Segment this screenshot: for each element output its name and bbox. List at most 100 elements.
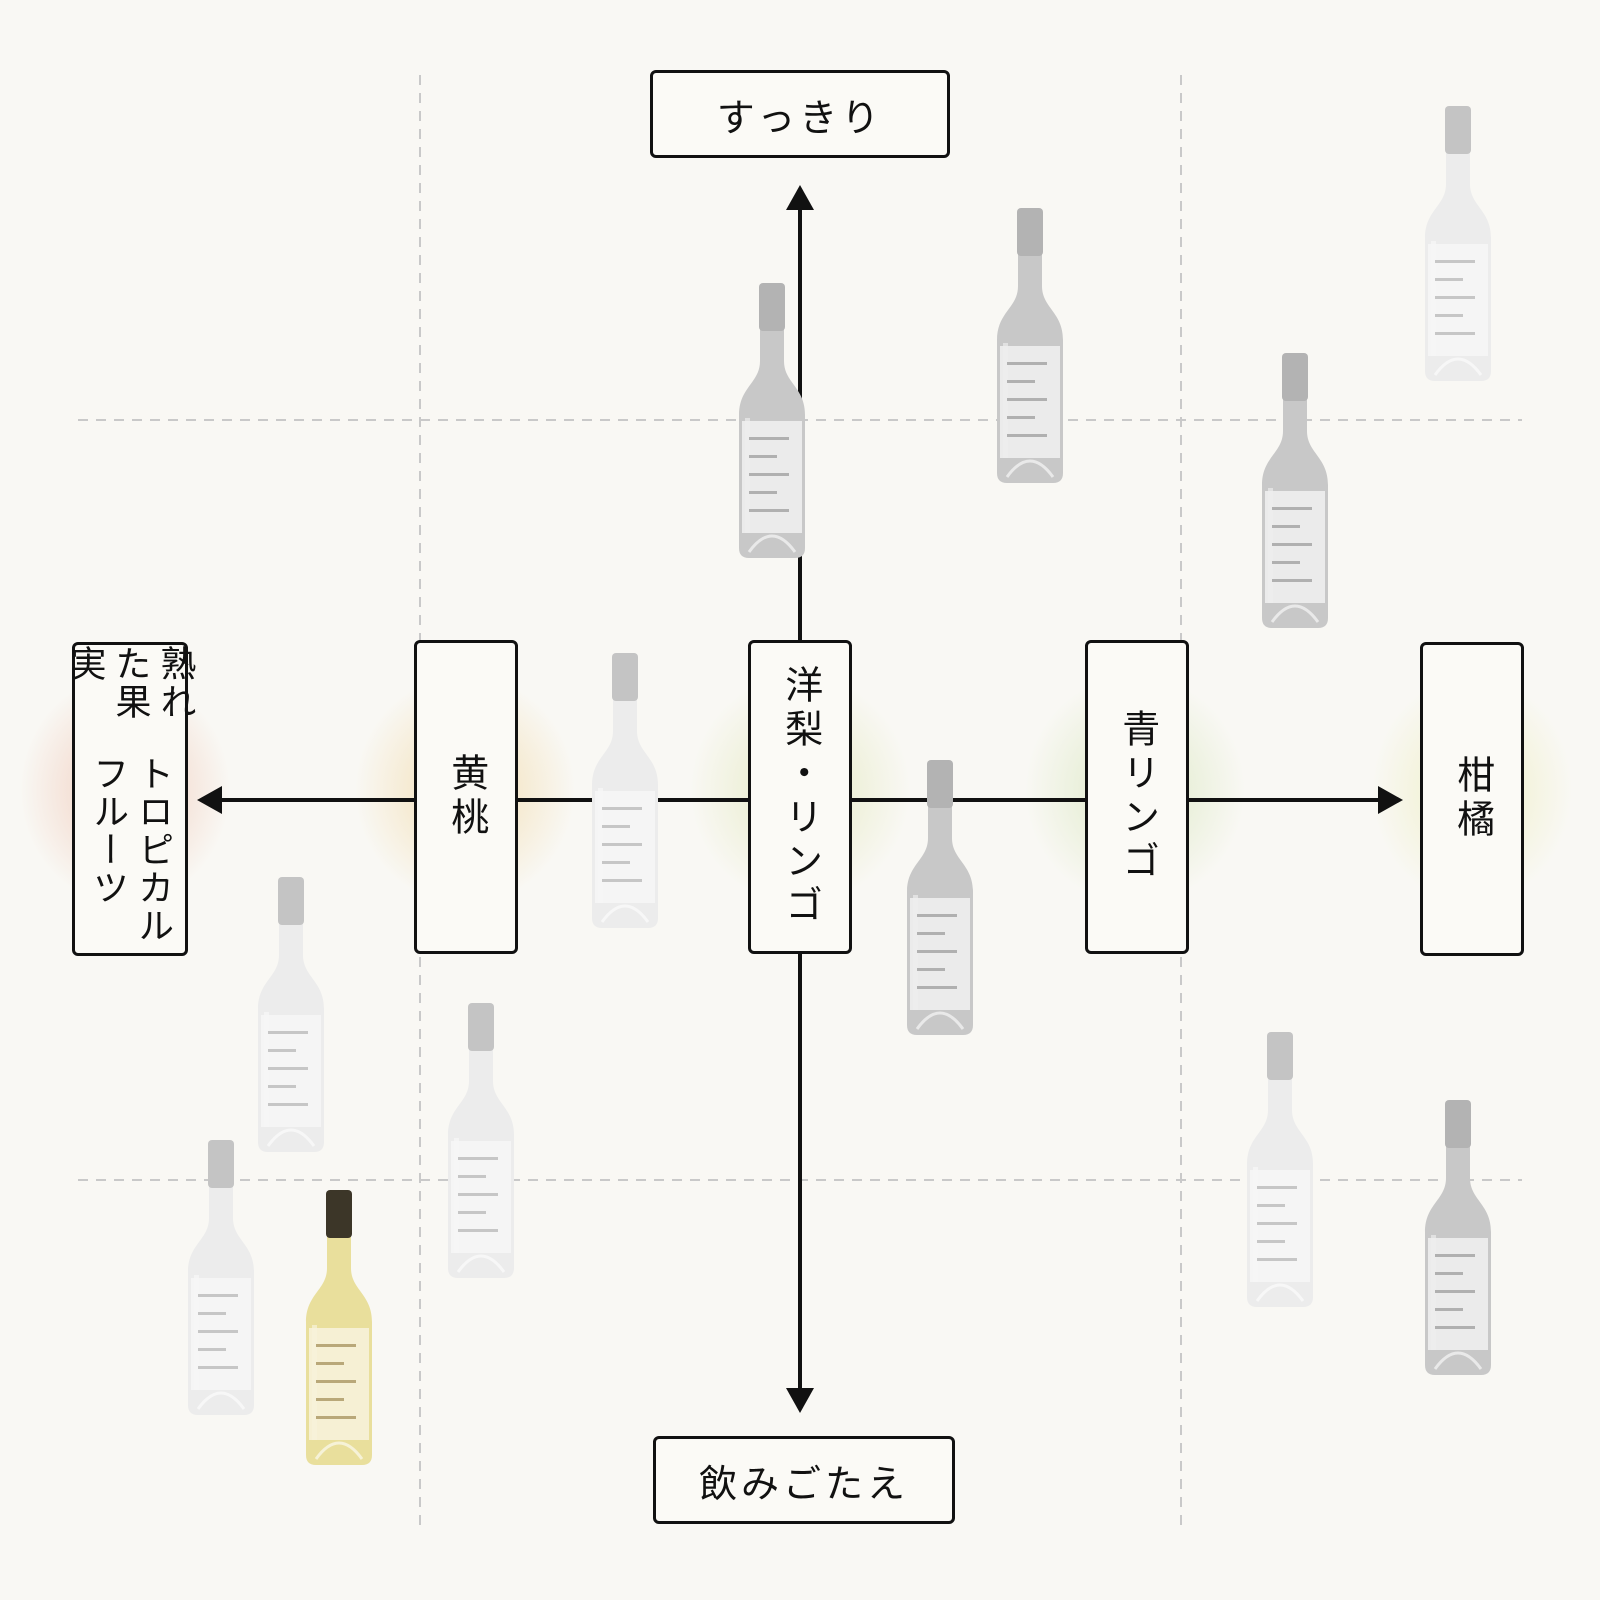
bottle-label-text-line <box>198 1366 238 1369</box>
bottle-label-text-line <box>749 491 777 494</box>
bottle-label-text-line <box>602 825 630 828</box>
bottle-label-text-line <box>917 932 945 935</box>
bottle-label-text-line <box>749 455 777 458</box>
aroma-label-pear-apple: 洋梨・リンゴ <box>748 640 852 954</box>
bottle-base <box>456 1254 506 1273</box>
wine-bottle: ワインのある心 高山村シャルドネ Cuvée Spéciale 2021 FRO… <box>306 1190 372 1465</box>
axis-label-left-line1: 熟れた果実 <box>64 645 196 721</box>
bottle-label-text-line <box>1272 579 1312 582</box>
aroma-label-green-apple: 青リンゴ <box>1085 640 1189 954</box>
bottle-label-text-line <box>602 861 630 864</box>
bottle-capsule <box>468 1003 494 1051</box>
axis-label-left: 熟れた果実 トロピカルフルーツ <box>65 642 196 956</box>
bottle-label-text-line <box>198 1348 226 1351</box>
bottle-label-text-line <box>1435 1308 1463 1311</box>
bottle-label-text-line <box>1435 278 1463 281</box>
bottle-label-text-line <box>268 1031 308 1034</box>
bottle-capsule <box>1445 1100 1471 1148</box>
arrow-right <box>1378 786 1403 814</box>
wine-bottle: ワインのある心 Koshu 02 <box>1425 1100 1491 1375</box>
wine-bottle: 登美 FROM FARM <box>188 1140 254 1415</box>
bottle-label-text-line <box>316 1362 344 1365</box>
bottle-capsule <box>278 877 304 925</box>
bottle-label-text-line <box>1007 380 1035 383</box>
bottle-label-text-line <box>268 1103 308 1106</box>
bottle-label-text-line <box>1435 314 1463 317</box>
bottle-capsule <box>1017 208 1043 256</box>
bottle-label-text-line <box>602 807 642 810</box>
bottle-capsule <box>208 1140 234 1188</box>
aroma-label-peach: 黄桃 <box>414 640 518 954</box>
bottle-label-text-line <box>458 1211 486 1214</box>
bottle-capsule <box>759 283 785 331</box>
bottle-label-text-line <box>268 1085 296 1088</box>
bottle-label-text-line <box>1435 296 1475 299</box>
bottle-base <box>600 904 650 923</box>
bottle-label-text-line <box>917 950 957 953</box>
axis-label-top: すっきり <box>650 70 950 158</box>
bottle-capsule <box>326 1190 352 1238</box>
bottle-label-text-line <box>198 1294 238 1297</box>
wine-bottle: ワインのある心 塩尻市岩垂原ワイナリー シャルドネ FROM FARM <box>258 877 324 1152</box>
bottle-base <box>1270 604 1320 623</box>
axis-label-bottom: 飲みごたえ <box>653 1436 955 1524</box>
bottle-label-text-line <box>1257 1240 1285 1243</box>
arrow-down <box>786 1388 814 1413</box>
bottle-label-text-line <box>1257 1222 1297 1225</box>
bottle-label-text-line <box>458 1229 498 1232</box>
bottle-base <box>1433 357 1483 376</box>
bottle-label-text-line <box>749 509 789 512</box>
bottle-label-text-line <box>917 986 957 989</box>
bottle-label-text-line <box>268 1067 308 1070</box>
bottle-label-text-line <box>316 1344 356 1347</box>
bottle-capsule <box>927 760 953 808</box>
arrow-left <box>197 786 222 814</box>
bottle-label-text-line <box>268 1049 296 1052</box>
bottle-label-text-line <box>316 1380 356 1383</box>
bottle-label-text-line <box>749 437 789 440</box>
bottle-label-text-line <box>1435 1272 1463 1275</box>
bottle-label-text-line <box>602 879 642 882</box>
wine-bottle: ワインのある心 Koshu 01 甲州 2021 <box>997 208 1063 483</box>
bottle-label-text-line <box>1435 332 1475 335</box>
bottle-label-text-line <box>316 1416 356 1419</box>
wine-bottle: FROM FARM 甲州 <box>1425 106 1491 381</box>
bottle-capsule <box>612 653 638 701</box>
wine-bottles: ワインのある心 Azusagawa Aromatic Assemblage 20… <box>188 106 1491 1465</box>
bottle-label-text-line <box>1257 1258 1297 1261</box>
bottle-label-text-line <box>1007 362 1047 365</box>
bottle-label-text-line <box>1272 561 1300 564</box>
bottle-label-text-line <box>917 914 957 917</box>
bottle-label-text-line <box>1007 434 1047 437</box>
axis-label-left-line2: トロピカルフルーツ <box>87 755 173 945</box>
wine-bottle: かのうやま シャルドネ FROM FARM <box>592 653 658 928</box>
bottle-label-text-line <box>1435 1326 1475 1329</box>
wine-bottle: 登美の丘 FROM FARM 2020 <box>1247 1032 1313 1307</box>
bottle-label-text-line <box>1435 260 1475 263</box>
bottle-capsule <box>1445 106 1471 154</box>
bottle-label-text-line <box>1257 1204 1285 1207</box>
bottle-label-text-line <box>1272 543 1312 546</box>
bottle-label-text-line <box>198 1330 238 1333</box>
bottle-label-text-line <box>458 1157 498 1160</box>
bottle-label-text-line <box>602 843 642 846</box>
bottle-base <box>747 534 797 553</box>
bottle-label-text-line <box>749 473 789 476</box>
bottle-label-text-line <box>458 1175 486 1178</box>
bottle-base <box>196 1391 246 1410</box>
bottle-label-text-line <box>1272 525 1300 528</box>
bottle-base <box>314 1441 364 1460</box>
bottle-label-text-line <box>1435 1290 1475 1293</box>
bottle-label-text-line <box>458 1193 498 1196</box>
bottle-label-text-line <box>1257 1186 1297 1189</box>
wine-bottle: ワインのある心 Koshu 03 <box>907 760 973 1035</box>
arrow-up <box>786 185 814 210</box>
bottle-label-text-line <box>198 1312 226 1315</box>
wine-bottle: ワインのある心 Azusagawa Aromatic Assemblage 20… <box>739 283 805 558</box>
bottle-label-text-line <box>1435 1254 1475 1257</box>
bottle-capsule <box>1267 1032 1293 1080</box>
wine-bottle: 津軽 ソーヴィニヨン・ブラン FROM FARM <box>1262 353 1328 628</box>
bottle-label-text-line <box>1007 398 1047 401</box>
bottle-base <box>1005 459 1055 478</box>
bottle-label-text-line <box>917 968 945 971</box>
